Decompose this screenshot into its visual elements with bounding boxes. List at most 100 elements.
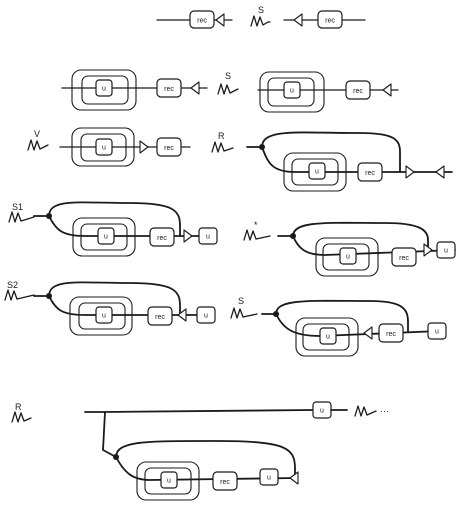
signal-label: * xyxy=(254,220,258,230)
loop-inner xyxy=(80,133,127,162)
row-1: rec S rec xyxy=(156,5,366,29)
rec-box xyxy=(391,247,417,267)
rec-label: rec xyxy=(220,479,230,486)
amplifier-triangle xyxy=(435,165,445,179)
rec-box xyxy=(156,78,182,98)
wire xyxy=(84,409,313,413)
signal-label: S xyxy=(238,296,244,306)
amplifier-triangle xyxy=(293,13,303,27)
u-label: u xyxy=(290,88,294,95)
signal-squiggle-icon xyxy=(243,229,271,241)
signal-squiggle-icon xyxy=(250,15,269,27)
u-label: u xyxy=(204,313,208,320)
u-box xyxy=(95,138,113,156)
signal-label: S xyxy=(225,71,231,81)
u-label: u xyxy=(104,234,108,241)
rec-box xyxy=(212,471,238,491)
row-6: R u ··· u rec u xyxy=(11,401,389,501)
loop-outer xyxy=(315,237,379,277)
amplifier-triangle xyxy=(177,308,187,322)
u-label: u xyxy=(346,254,350,261)
loop-outer xyxy=(71,127,135,167)
row-5: S2 u rec u S u rec u xyxy=(4,280,447,357)
loop-outer xyxy=(295,317,359,357)
signal-squiggle-icon xyxy=(11,411,32,423)
u-box xyxy=(97,227,115,245)
rec-label: rec xyxy=(164,145,174,152)
signal-squiggle-icon xyxy=(211,141,234,153)
rec-label: rec xyxy=(325,18,335,25)
u-label: u xyxy=(315,169,319,176)
rec-box xyxy=(156,137,182,157)
loop-outer xyxy=(136,461,200,501)
loop-inner xyxy=(267,77,315,107)
u-box xyxy=(283,81,301,99)
signal-squiggle-icon xyxy=(8,211,35,223)
rec-box xyxy=(317,10,343,29)
loop-inner xyxy=(302,323,350,351)
wire xyxy=(48,215,209,237)
loop-inner xyxy=(81,75,129,105)
amplifier-triangle xyxy=(363,326,373,340)
row-2: u rec S u rec xyxy=(61,69,399,113)
u-label: u xyxy=(435,329,439,336)
amplifier-triangle xyxy=(190,81,200,95)
loop-outer xyxy=(71,69,137,111)
loop-outer xyxy=(69,296,133,336)
rec-label: rec xyxy=(399,255,409,262)
u-label: u xyxy=(206,234,210,241)
loop-inner xyxy=(144,467,192,495)
u-box xyxy=(319,327,337,345)
amplifier-triangle xyxy=(215,13,225,27)
rec-label: rec xyxy=(157,235,167,242)
wire xyxy=(261,146,453,173)
feedback-wire xyxy=(292,221,429,251)
amplifier-triangle xyxy=(289,471,299,485)
signal-label: S xyxy=(258,5,264,15)
rec-box xyxy=(147,306,173,326)
feedback-wire xyxy=(48,281,181,316)
rec-box xyxy=(378,323,404,343)
signal-squiggle-icon xyxy=(27,139,49,151)
row-3: V u rec R u rec xyxy=(27,127,453,192)
signal-label: S1 xyxy=(12,202,23,212)
u-label: u xyxy=(320,408,324,415)
loop-outer xyxy=(283,152,347,192)
loop-inner xyxy=(291,158,339,186)
u-box xyxy=(95,79,113,97)
u-label: u xyxy=(102,313,106,320)
rec-box xyxy=(189,10,215,29)
amplifier-triangle xyxy=(405,165,415,179)
amplifier-triangle xyxy=(423,243,433,257)
wire xyxy=(115,456,298,481)
u-box xyxy=(198,227,218,245)
u-label: u xyxy=(167,478,171,485)
loop-inner xyxy=(322,243,370,271)
rec-box xyxy=(149,227,175,247)
feedback-wire xyxy=(115,440,296,479)
amplifier-triangle xyxy=(183,229,193,243)
wire xyxy=(102,411,117,458)
loop-outer xyxy=(72,217,136,257)
wire xyxy=(292,235,456,256)
rec-label: rec xyxy=(164,86,174,93)
feedback-wire xyxy=(275,299,409,332)
signal-squiggle-icon xyxy=(4,289,35,301)
signal-squiggle-icon xyxy=(217,83,239,95)
row-4: S1 u rec u * u rec u xyxy=(8,201,456,277)
u-box xyxy=(259,468,279,486)
rec-box xyxy=(357,162,383,182)
signal-label: V xyxy=(34,129,40,139)
u-box xyxy=(436,241,456,259)
rec-label: rec xyxy=(353,88,363,95)
u-label: u xyxy=(267,475,271,482)
signal-label: S2 xyxy=(7,280,18,290)
loop-outer xyxy=(259,71,325,113)
signal-label: R xyxy=(218,131,225,141)
feedback-wire xyxy=(48,201,181,237)
rec-label: rec xyxy=(365,170,375,177)
u-box xyxy=(95,306,113,324)
amplifier-triangle xyxy=(382,83,392,97)
loop-inner xyxy=(80,223,128,251)
